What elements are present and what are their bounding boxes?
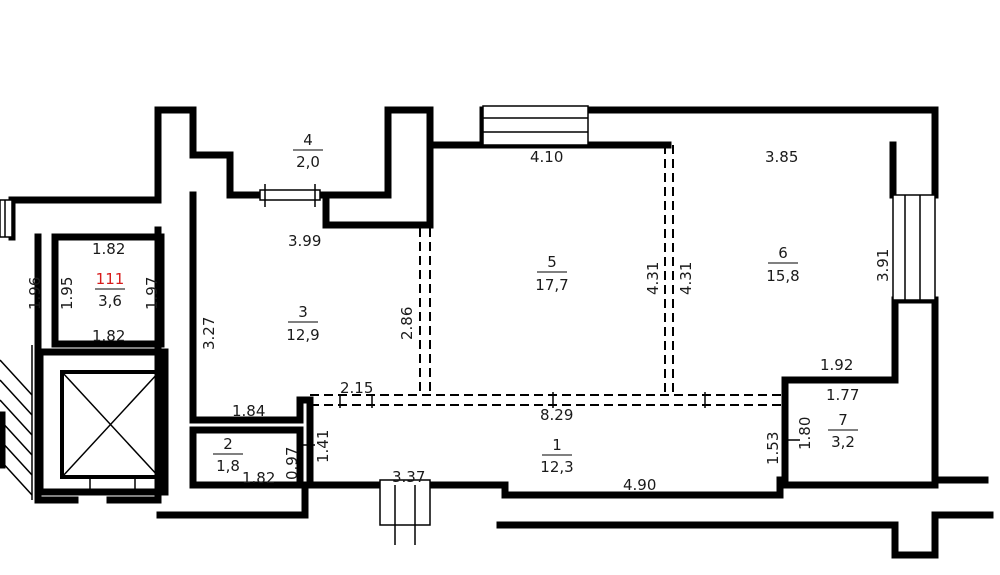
dim-337: 3.37 — [392, 468, 425, 486]
dim-399: 3.99 — [288, 232, 321, 250]
room-111-area: 3,6 — [98, 292, 122, 310]
dim-097: 0.97 — [283, 447, 301, 480]
dim-184: 1.84 — [232, 402, 265, 420]
dim-182-top: 1.82 — [92, 240, 125, 258]
room-7-label: 7 3,2 — [828, 411, 858, 451]
dim-197: 1.97 — [143, 277, 161, 310]
dim-385: 3.85 — [765, 148, 798, 166]
room-6-number: 6 — [778, 244, 788, 262]
room-3-label: 3 12,9 — [286, 303, 319, 344]
dimension-labels: 4.10 3.85 3.99 1.82 1.82 1.82 2.15 1.84 … — [26, 148, 892, 494]
dim-182-bottom: 1.82 — [92, 327, 125, 345]
dim-192: 1.92 — [820, 356, 853, 374]
room-1-label: 1 12,3 — [540, 436, 573, 476]
room-3-area: 12,9 — [286, 326, 319, 344]
dim-410: 4.10 — [530, 148, 563, 166]
partitions — [310, 145, 785, 406]
dim-431-right: 4.31 — [677, 262, 695, 295]
room-7-area: 3,2 — [831, 433, 855, 451]
dim-286: 2.86 — [398, 307, 416, 340]
room-2-number: 2 — [223, 435, 233, 453]
dim-391: 3.91 — [874, 249, 892, 282]
room-4-area: 2,0 — [296, 153, 320, 171]
dim-431-left: 4.31 — [644, 262, 662, 295]
dim-180: 1.80 — [796, 417, 814, 450]
room-3-number: 3 — [298, 303, 308, 321]
dim-177: 1.77 — [826, 386, 859, 404]
dim-195: 1.95 — [58, 277, 76, 310]
room-111-number: 111 — [96, 270, 125, 288]
room-5-number: 5 — [547, 253, 557, 271]
room-6-label: 6 15,8 — [766, 244, 799, 285]
dim-829: 8.29 — [540, 406, 573, 424]
doors — [259, 184, 800, 545]
room-1-number: 1 — [552, 436, 562, 454]
dim-215: 2.15 — [340, 379, 373, 397]
stairs — [0, 345, 33, 500]
room-2-label: 2 1,8 — [213, 435, 243, 475]
room-7-number: 7 — [838, 411, 848, 429]
room-6-area: 15,8 — [766, 267, 799, 285]
room-4-number: 4 — [303, 131, 313, 149]
dim-490: 4.90 — [623, 476, 656, 494]
room-2-area: 1,8 — [216, 457, 240, 475]
room-111-label: 111 3,6 — [95, 270, 125, 310]
dim-196: 1.96 — [26, 277, 44, 310]
dim-153: 1.53 — [764, 432, 782, 465]
dim-327: 3.27 — [200, 317, 218, 350]
room-4-label: 4 2,0 — [293, 131, 323, 171]
room-1-area: 12,3 — [540, 458, 573, 476]
dim-182-room2: 1.82 — [242, 469, 275, 487]
windows — [0, 105, 936, 301]
elevator-shaft — [36, 348, 169, 496]
room-5-label: 5 17,7 — [535, 253, 568, 294]
dim-141: 1.41 — [314, 430, 332, 463]
room-5-area: 17,7 — [535, 276, 568, 294]
room-111-walls — [51, 233, 165, 348]
